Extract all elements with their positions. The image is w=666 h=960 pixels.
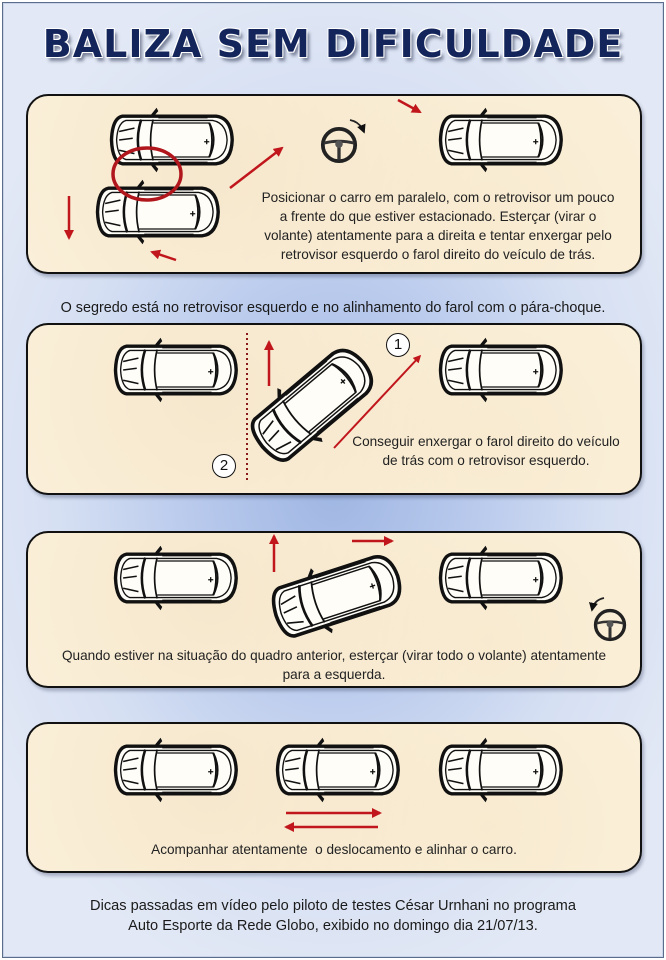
step-4-caption: Acompanhar atentamente o deslocamento e … (151, 842, 517, 857)
arrow-diagonal-up-right-icon (229, 146, 284, 189)
step-1-caption: Posicionar o carro em paralelo, com o re… (261, 190, 615, 262)
marker-2: 2 (212, 454, 236, 478)
rotate-clockwise-arrow-icon (349, 119, 366, 134)
step-4-overlay (284, 808, 382, 832)
arrow-diagonal-up-right-icon (333, 354, 422, 449)
footer-credit: Dicas passadas em vídeo pelo piloto de t… (0, 896, 666, 936)
step-3-caption: Quando estiver na situação do quadro ant… (61, 648, 607, 682)
arrow-left-icon (150, 249, 177, 262)
step-2-overlay (246, 333, 422, 482)
arrow-toward-car-icon (397, 98, 422, 114)
footer-line-1: Dicas passadas em vídeo pelo piloto de t… (90, 898, 576, 914)
rotate-counterclockwise-arrow-icon (589, 597, 605, 612)
footer-line-2: Auto Esporte da Rede Globo, exibido no d… (128, 918, 538, 934)
tip-text: O segredo está no retrovisor esquerdo e … (60, 300, 606, 316)
mirror-highlight-circle-icon (111, 146, 183, 202)
page-title: BALIZA SEM DIFICULDADE (42, 22, 624, 66)
marker-1: 1 (386, 333, 410, 357)
step-2-caption: Conseguir enxergar o farol direito do ve… (352, 434, 620, 468)
step-3-overlay (269, 534, 605, 612)
step-1-overlay (64, 98, 422, 262)
